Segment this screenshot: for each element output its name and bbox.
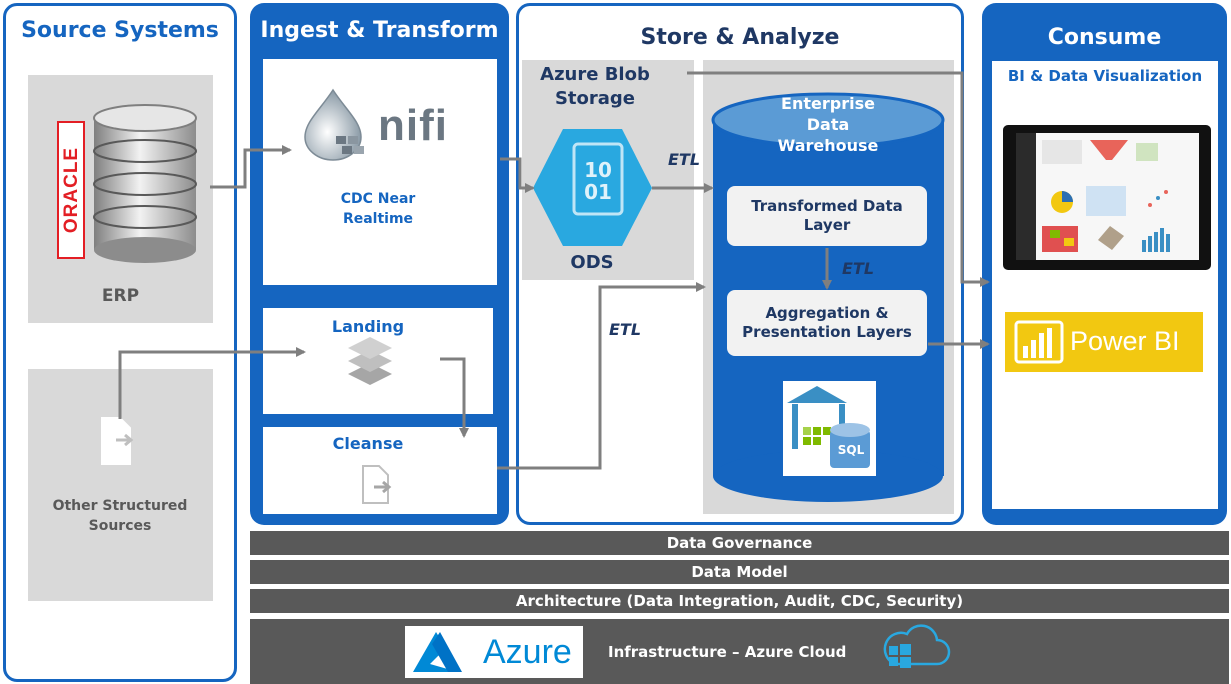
dashboard-screen xyxy=(1016,133,1199,260)
edw-label: Enterprise Data Warehouse xyxy=(777,94,879,155)
nifi-logo-text: nifi xyxy=(378,101,448,150)
powerbi-label: Power BI xyxy=(1070,326,1180,356)
erp-label: ERP xyxy=(101,286,140,306)
sql-icon-box xyxy=(783,381,876,476)
aggregation-presentation-layers: Aggregation & Presentation Layers xyxy=(727,290,927,356)
ods-hex-text-1: 10 xyxy=(584,158,612,182)
oracle-logo xyxy=(57,121,85,259)
landing-label: Landing xyxy=(331,317,405,336)
ods-hex-text-2: 01 xyxy=(584,180,612,204)
ingest-transform-title: Ingest & Transform xyxy=(260,18,499,43)
azure-logo-text: Azure xyxy=(483,633,572,671)
etl-label-3: ETL xyxy=(609,320,642,339)
sql-label: SQL xyxy=(837,443,865,457)
other-sources-box xyxy=(28,369,213,601)
other-sources-label: Other Structured Sources xyxy=(52,498,188,534)
bi-visualization-label: BI & Data Visualization xyxy=(1007,67,1203,85)
etl-label-1: ETL xyxy=(668,150,701,169)
ods-label: ODS xyxy=(570,252,614,273)
consume-title: Consume xyxy=(1047,25,1162,50)
blob-storage-label: Azure Blob Storage xyxy=(540,64,650,109)
infrastructure-label: Infrastructure – Azure Cloud xyxy=(608,643,847,661)
architecture-band: Architecture (Data Integration, Audit, C… xyxy=(250,589,1229,613)
source-systems-title: Source Systems xyxy=(21,18,219,43)
data-governance-band: Data Governance xyxy=(250,531,1229,555)
cdc-label: CDC Near Realtime xyxy=(340,191,416,227)
store-analyze-title: Store & Analyze xyxy=(640,25,840,50)
oracle-logo-text: ORACLE xyxy=(61,146,82,234)
nifi-box xyxy=(263,59,497,285)
transformed-data-layer: Transformed Data Layer xyxy=(727,186,927,246)
etl-label-2: ETL xyxy=(842,259,875,278)
data-model-band: Data Model xyxy=(250,560,1229,584)
cleanse-label: Cleanse xyxy=(332,434,404,453)
